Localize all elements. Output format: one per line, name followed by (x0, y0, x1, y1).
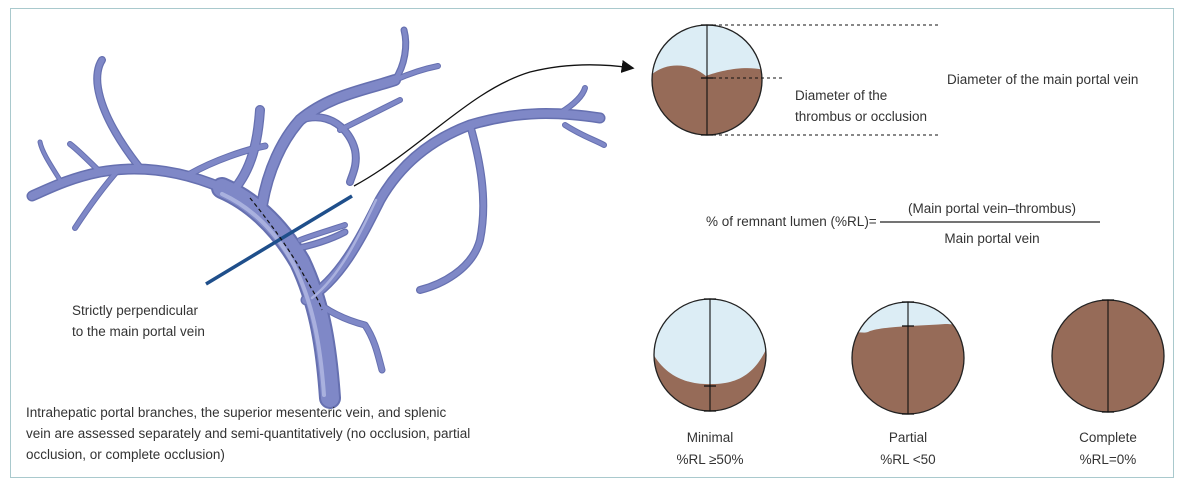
remnant-lumen-formula: % of remnant lumen (%RL)= (Main portal v… (706, 201, 1100, 246)
grade-complete-diagram (1052, 300, 1164, 412)
note-line1: Intrahepatic portal branches, the superi… (26, 405, 446, 420)
thrombus-fill (640, 65, 770, 140)
vein-tree-highlight (222, 194, 376, 395)
grade-minimal-diagram (650, 299, 770, 420)
grade-partial-criterion: %RL <50 (880, 452, 935, 467)
grade-partial-diagram (848, 302, 968, 420)
diameter-thrombus-label-line1: Diameter of the (795, 88, 887, 103)
formula-lhs: % of remnant lumen (%RL)= (706, 214, 877, 229)
note-line2: vein are assessed separately and semi-qu… (26, 426, 470, 441)
formula-denominator: Main portal vein (944, 231, 1039, 246)
formula-numerator: (Main portal vein–thrombus) (908, 201, 1076, 216)
grade-minimal-name: Minimal (687, 430, 734, 445)
grade-partial-name: Partial (889, 430, 927, 445)
grade-minimal-criterion: %RL ≥50% (677, 452, 744, 467)
cross-section-main (640, 25, 770, 140)
diameter-thrombus-label-line2: thrombus or occlusion (795, 109, 927, 124)
grade-complete-criterion: %RL=0% (1080, 452, 1137, 467)
grade-complete-name: Complete (1079, 430, 1137, 445)
diameter-main-label: Diameter of the main portal vein (947, 72, 1138, 87)
perpendicular-label-line1: Strictly perpendicular (72, 303, 199, 318)
perpendicular-label-line2: to the main portal vein (72, 324, 205, 339)
portal-vein-tree (32, 30, 604, 398)
note-line3: occlusion, or complete occlusion) (26, 447, 225, 462)
